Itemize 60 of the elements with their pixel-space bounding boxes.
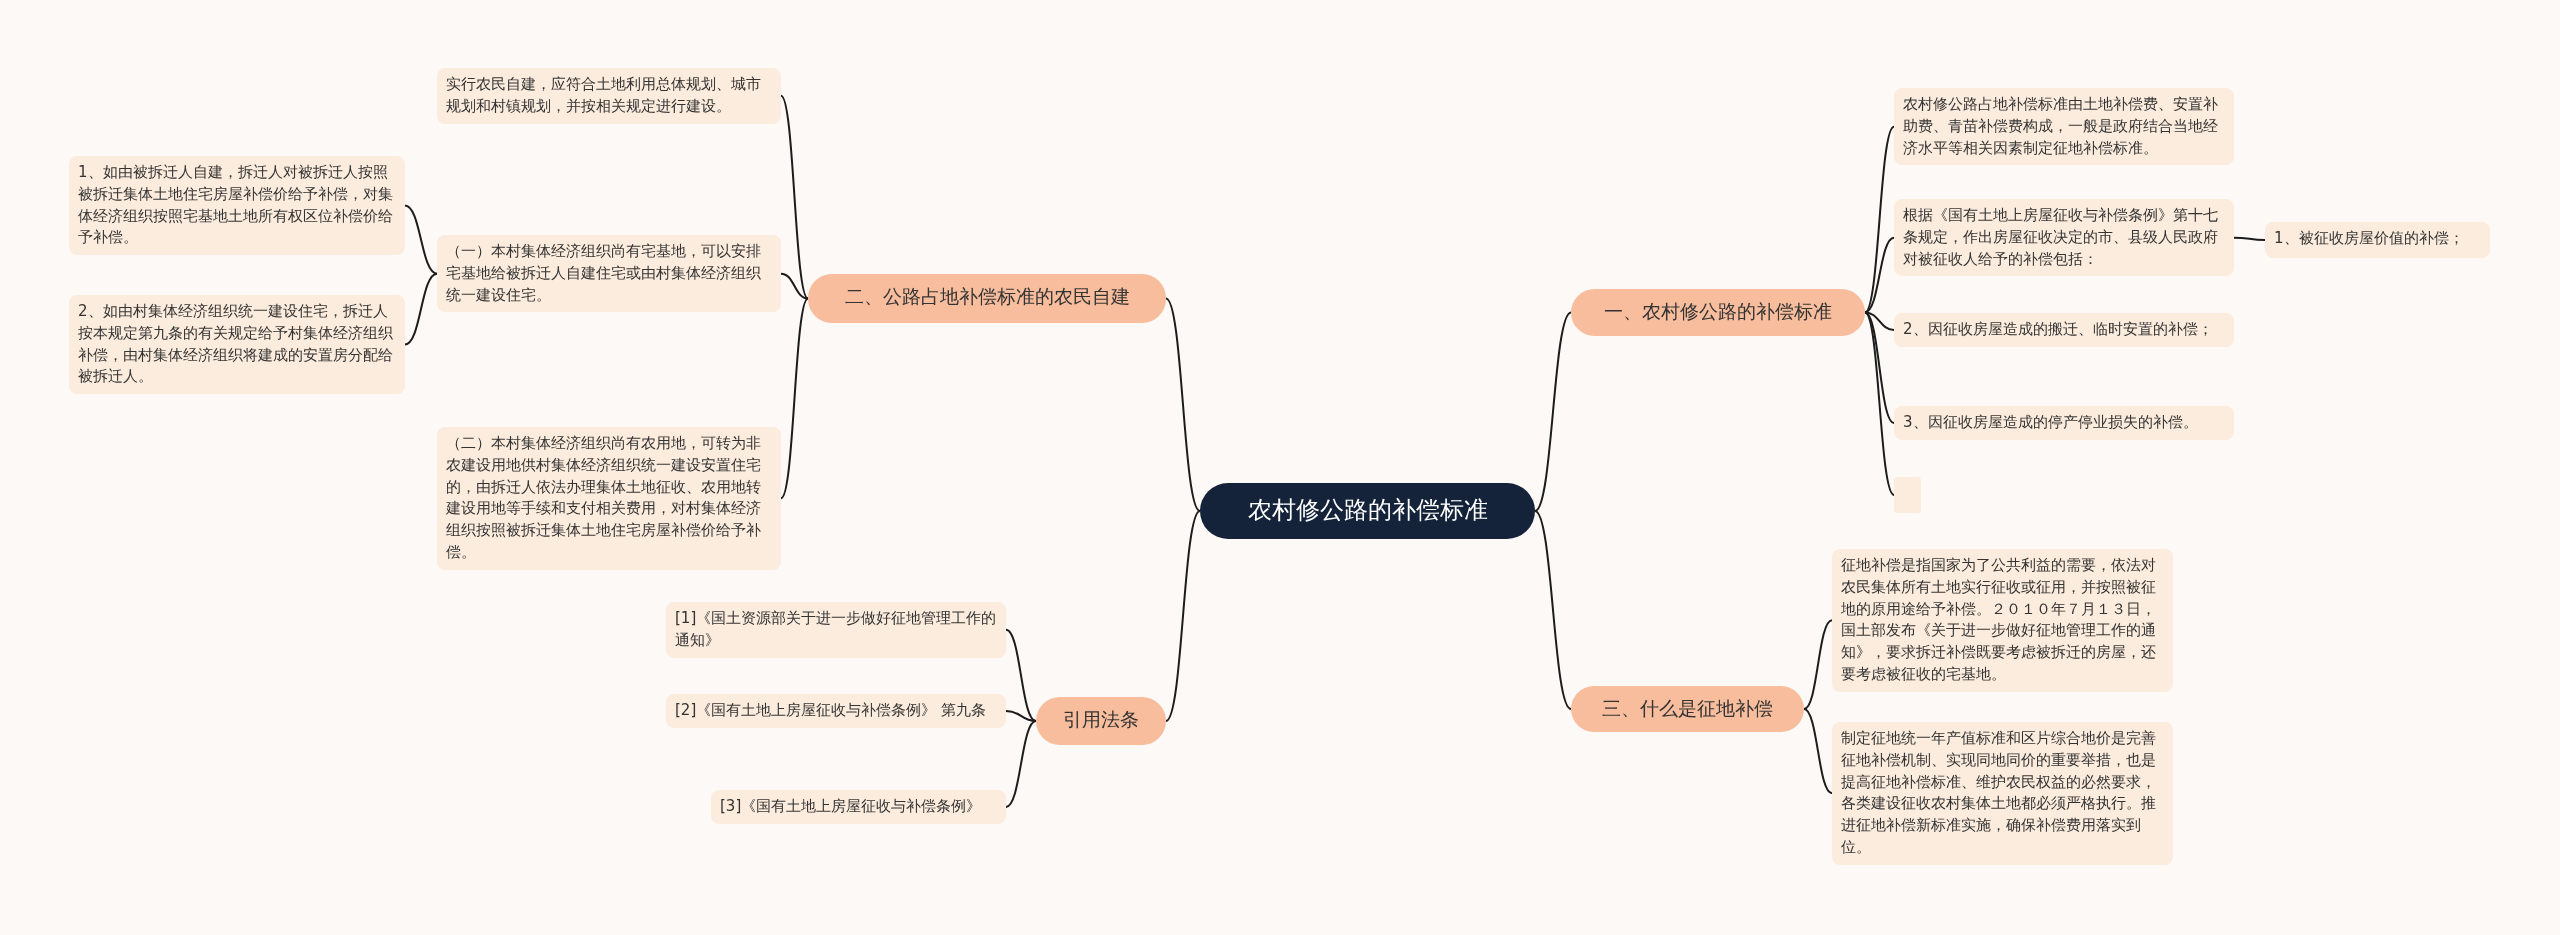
topic-text: （一）本村集体经济组织尚有宅基地，可以安排宅基地给被拆迁人自建住宅或由村集体经济组织统一建设住宅。	[446, 241, 762, 306]
empty-box	[1894, 477, 1921, 513]
connector-line	[780, 94, 809, 300]
connector-line	[1165, 510, 1201, 722]
branch-topic	[1036, 697, 1166, 745]
topic-text: 1、如由被拆迁人自建，拆迁人对被拆迁人按照被拆迁集体土地住宅房屋补偿价给予补偿，对集体经济组织按照宅基地土地所有权区位补偿价给予补偿。	[78, 162, 394, 249]
connector-line	[2233, 236, 2266, 241]
connector-line	[780, 297, 809, 500]
note-box	[711, 790, 1006, 824]
connector-line	[780, 272, 809, 300]
branch-topic	[1571, 686, 1804, 732]
connector-line	[1864, 236, 1895, 314]
topic-text: （二）本村集体经济组织尚有农用地，可转为非农建设用地供村集体经济组织统一建设安置住宅的，由拆迁人依法办理集体土地征收、农用地转建设用地等手续和支付相关费用，对村集体经济组织按照被拆迁集体土地住宅房屋补偿价给予补偿。	[446, 433, 762, 563]
note-box	[1894, 313, 2234, 347]
connector-line	[1005, 709, 1037, 722]
topic-text: [1]《国土资源部关于进一步做好征地管理工作的通知》	[675, 608, 997, 651]
note-box	[437, 68, 781, 124]
note-box	[1832, 549, 2173, 692]
topic-text: 二、公路占地补偿标准的农民自建	[843, 284, 1131, 309]
connector-line	[1864, 311, 1895, 496]
topic-text: 1、被征收房屋价值的补偿；	[2274, 228, 2465, 249]
note-box	[666, 602, 1006, 658]
topic-text: 制定征地统一年产值标准和区片综合地价是完善征地补偿机制、实现同地同价的重要举措，也是提高征地补偿标准、维护农民权益的必然要求，各类建设征收农村集体土地都必须严格执行。推进征地补偿新标准实施，确保补偿费用落实到位。	[1841, 728, 2157, 858]
topic-text: 引用法条	[1062, 707, 1140, 732]
topic-text: 一、农村修公路的补偿标准	[1603, 299, 1833, 324]
connector-line	[1534, 510, 1572, 710]
connector-line	[1803, 708, 1833, 795]
connector-line	[1165, 297, 1201, 512]
topic-text: 农村修公路的补偿标准	[1246, 495, 1489, 526]
topic-text: 3、因征收房屋造成的停产停业损失的补偿。	[1903, 412, 2199, 433]
topic-text: 根据《国有土地上房屋征收与补偿条例》第十七条规定，作出房屋征收决定的市、县级人民政府对被征收人给予的补偿包括：	[1903, 205, 2219, 270]
connector-line	[1534, 311, 1572, 512]
connector-line	[1864, 311, 1895, 424]
note-box	[1832, 722, 2173, 865]
topic-text: 农村修公路占地补偿标准由土地补偿费、安置补助费、青苗补偿费构成，一般是政府结合当地经济水平等相关因素制定征地补偿标准。	[1903, 94, 2219, 159]
note-box	[437, 235, 781, 313]
branch-topic	[808, 274, 1166, 323]
connector-line	[404, 272, 438, 346]
topic-text: 征地补偿是指国家为了公共利益的需要，依法对农民集体所有土地实行征收或征用，并按照被征地的原用途给予补偿。２０１０年７月１３日，国土部发布《关于进一步做好征地管理工作的通知》，要求拆迁补偿既要考虑被拆迁的房屋，还要考虑被征收的宅基地。	[1841, 555, 2157, 685]
topic-text: 实行农民自建，应符合土地利用总体规划、城市规划和村镇规划，并按相关规定进行建设。	[446, 74, 762, 117]
connector-line	[1005, 628, 1037, 722]
connector-line	[404, 204, 438, 275]
note-box	[666, 694, 1006, 728]
topic-text: 2、如由村集体经济组织统一建设住宅，拆迁人按本规定第九条的有关规定给予村集体经济组织补偿，由村集体经济组织将建成的安置房分配给被拆迁人。	[78, 301, 394, 388]
topic-text: [3]《国有土地上房屋征收与补偿条例》	[720, 796, 983, 817]
topic-text: 三、什么是征地补偿	[1601, 696, 1774, 721]
connector-line	[1803, 619, 1833, 710]
note-box	[1894, 88, 2234, 166]
note-box	[2265, 222, 2490, 258]
note-box	[1894, 406, 2234, 440]
connector-line	[1005, 720, 1037, 808]
connector-line	[1864, 125, 1895, 314]
note-box	[69, 295, 405, 394]
branch-topic	[1571, 289, 1865, 336]
topic-text: 2、因征收房屋造成的搬迁、临时安置的补偿；	[1903, 319, 2214, 340]
topic-text: [2]《国有土地上房屋征收与补偿条例》 第九条	[675, 700, 987, 721]
note-box	[437, 427, 781, 570]
note-box	[69, 156, 405, 255]
central-topic	[1200, 483, 1535, 539]
note-box	[1894, 199, 2234, 277]
